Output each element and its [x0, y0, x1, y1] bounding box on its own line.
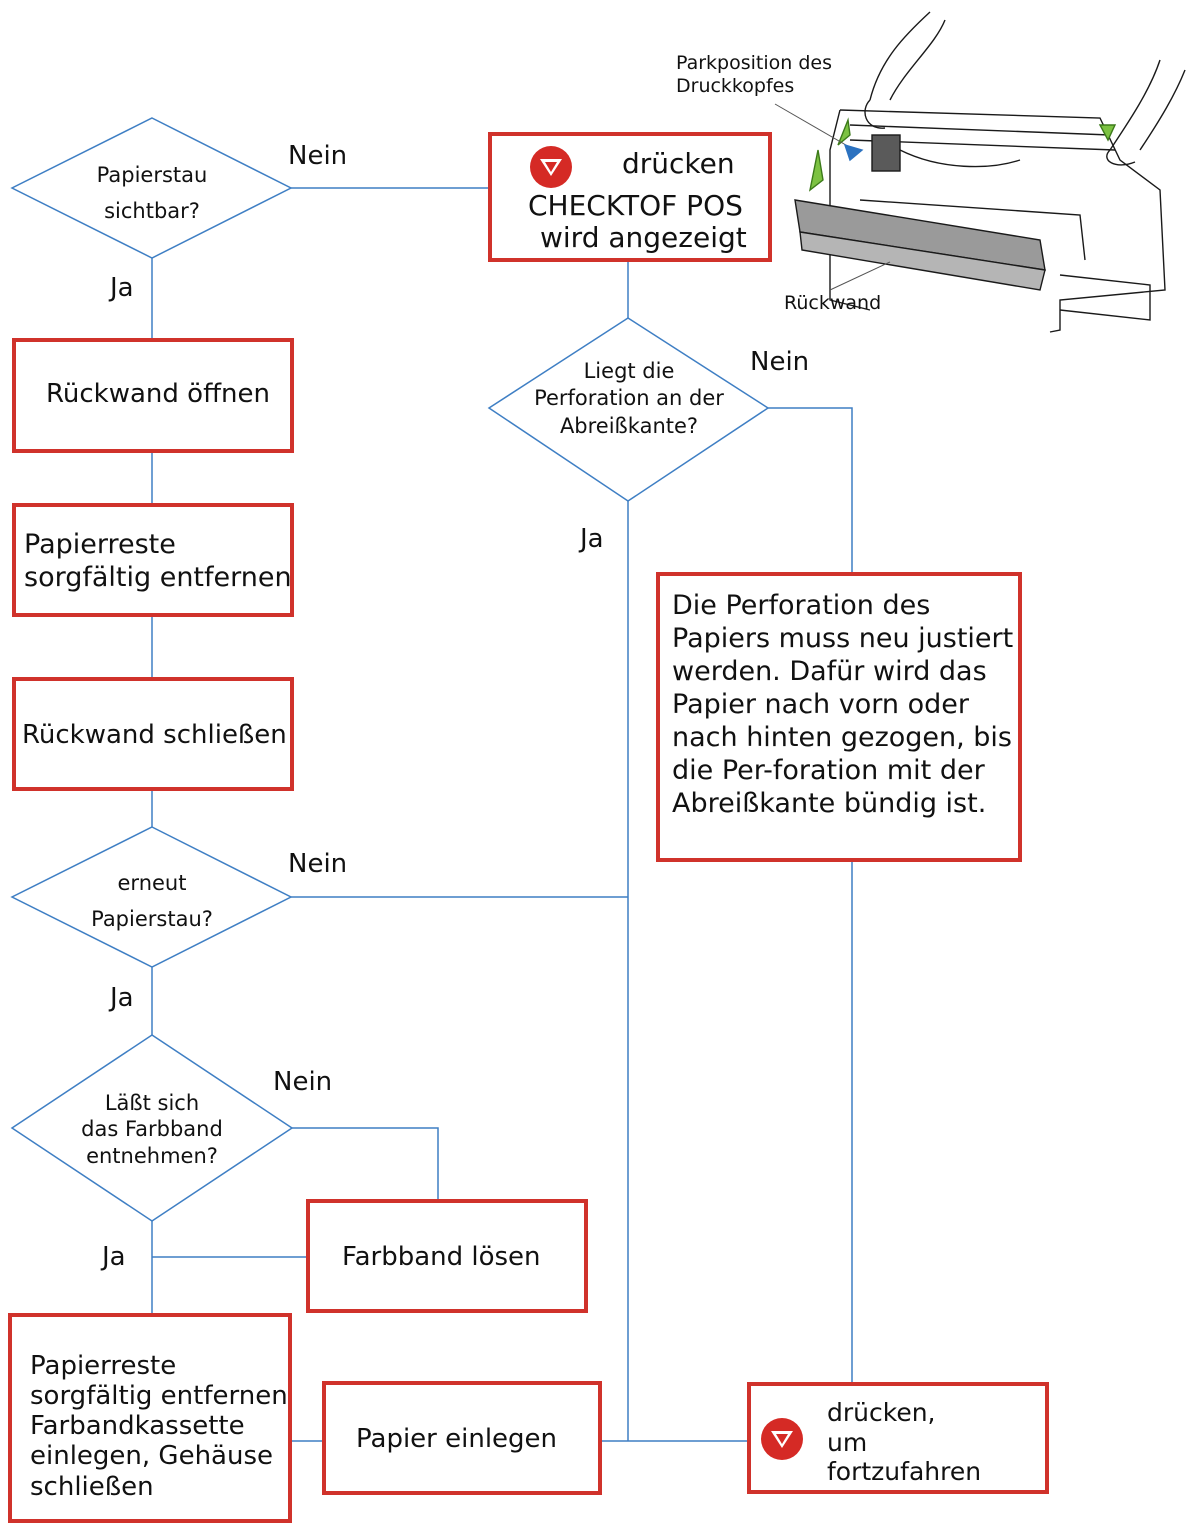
edge-label-nein: Nein — [288, 849, 348, 879]
label-rueckwand: Rückwand — [784, 292, 882, 314]
connector — [291, 1127, 439, 1199]
decision-perforation-abreisskante — [487, 317, 770, 502]
edge-label-ja: Ja — [102, 1242, 126, 1272]
decision-papierstau-sichtbar — [10, 117, 293, 259]
label-parkposition: Parkposition des Druckkopfes — [676, 52, 833, 97]
stop-triangle-icon — [761, 1418, 803, 1460]
step-papierreste-entfernen: Papierreste sorgfältig entfernen — [12, 503, 294, 617]
decision-text-2: Liegt die Perforation an der Abreißkante… — [534, 359, 724, 438]
step-rueckwand-schliessen: Rückwand schließen — [12, 677, 294, 791]
step-label: drücken, um fortzufahren — [827, 1398, 982, 1486]
edge-label-nein: Nein — [273, 1067, 333, 1097]
check-line1: drücken — [622, 147, 735, 180]
step-farbband-loesen: Farbband lösen — [306, 1199, 588, 1313]
decision-text-3: erneut Papierstau? — [91, 871, 213, 931]
printer-illustration — [774, 11, 1186, 333]
step-label: Papier einlegen — [356, 1424, 558, 1454]
stop-triangle-icon — [530, 146, 572, 188]
step-rueckwand-oeffnen: Rückwand öffnen — [12, 338, 294, 453]
check-line3: wird angezeigt — [540, 221, 747, 254]
edge-label-ja: Ja — [580, 524, 604, 554]
edge-label-ja: Ja — [110, 273, 134, 303]
edge-label-nein: Nein — [750, 347, 810, 377]
step-papier-einlegen: Papier einlegen — [322, 1381, 602, 1495]
edge-label-nein: Nein — [288, 141, 348, 171]
step-label: Papierreste sorgfältig entfernen Farband… — [30, 1351, 288, 1502]
connector — [768, 407, 853, 572]
decision-text-4: Läßt sich das Farbband entnehmen? — [81, 1091, 223, 1168]
step-label: Die Perforation des Papiers muss neu jus… — [672, 590, 1014, 819]
decision-text-1: Papierstau sichtbar? — [96, 163, 208, 223]
decision-erneut-papierstau — [10, 826, 293, 968]
step-label: Rückwand schließen — [22, 720, 287, 750]
step-label: Farbband lösen — [342, 1242, 541, 1272]
step-checktof: drücken CHECKTOF POS wird angezeigt — [488, 132, 772, 262]
step-label: Rückwand öffnen — [46, 379, 270, 409]
check-line2: CHECKTOF POS — [528, 189, 743, 222]
step-label: Papierreste sorgfältig entfernen — [24, 529, 292, 593]
step-fortfahren: drücken, um fortzufahren — [747, 1382, 1049, 1494]
step-gehaeuse-schliessen: Papierreste sorgfältig entfernen Farband… — [8, 1313, 292, 1523]
decision-farbband-entnehmen — [10, 1034, 294, 1222]
edge-label-ja: Ja — [110, 983, 134, 1013]
step-perforation-justieren: Die Perforation des Papiers muss neu jus… — [656, 572, 1022, 862]
